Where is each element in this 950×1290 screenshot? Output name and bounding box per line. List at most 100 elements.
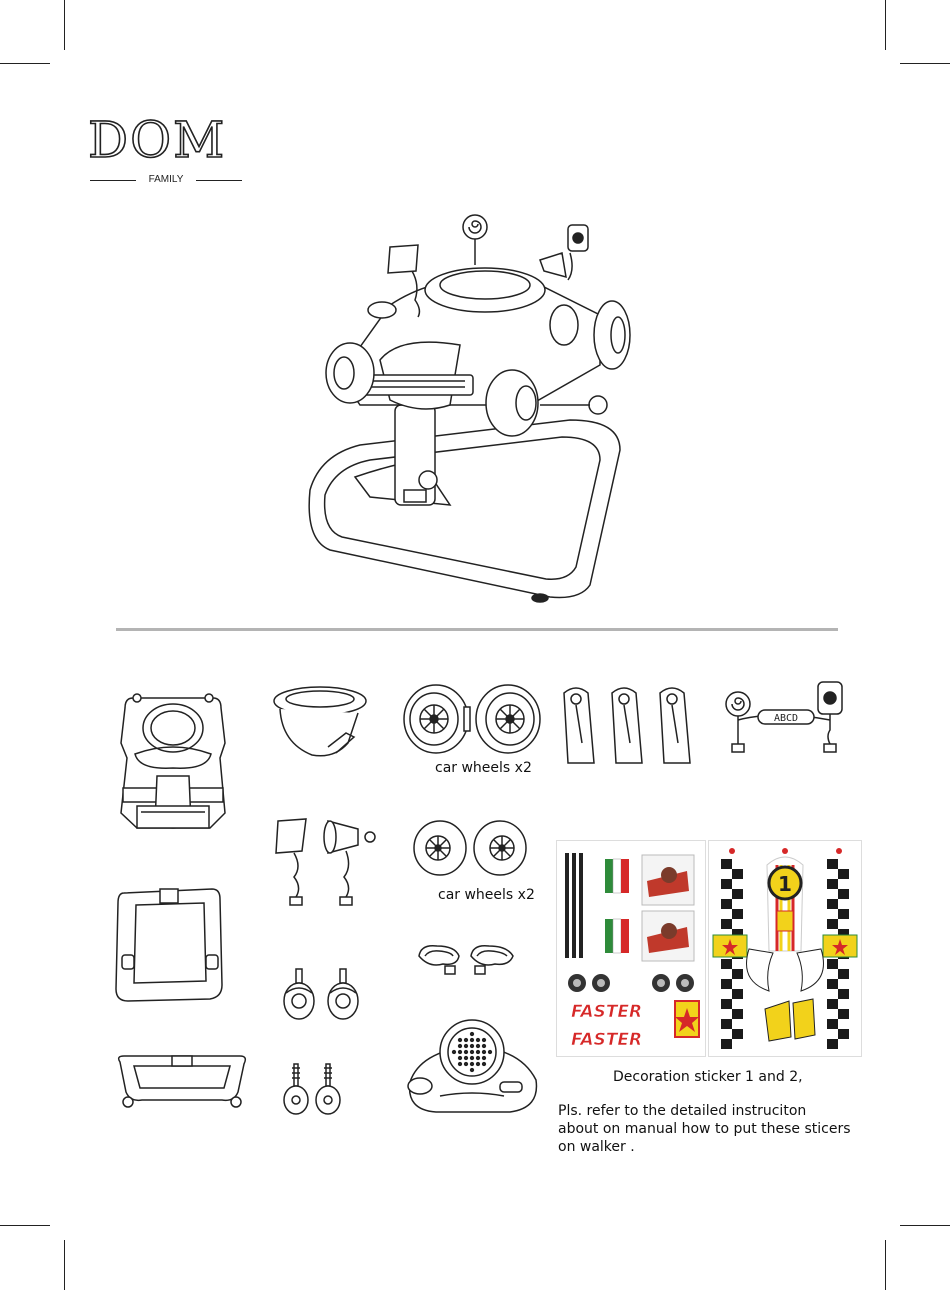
crop-mark-top-left-h [0, 63, 50, 64]
checker-square [827, 1019, 838, 1029]
checker-square [732, 969, 743, 979]
checker-square [721, 1019, 732, 1029]
speaker-dot [471, 1045, 474, 1048]
part-front-bumper [112, 1052, 252, 1112]
walker-car-illustration [300, 205, 640, 605]
sticker-sheet-2-art: 1 [709, 841, 861, 1056]
decoration-sticker-sheet-2: 1 [708, 840, 862, 1057]
checker-square [721, 959, 732, 969]
checker-square [732, 1029, 743, 1039]
part-toy-bar: ABCD [718, 680, 863, 762]
crop-mark-bottom-left-v [64, 1240, 65, 1290]
speaker-dot [459, 1045, 462, 1048]
crop-mark-top-left-v [64, 0, 65, 50]
checker-square [827, 959, 838, 969]
checker-square [721, 999, 732, 1009]
speaker-dot [471, 1039, 474, 1042]
checker-square [827, 919, 838, 929]
checker-square [732, 989, 743, 999]
part-seat-cup [272, 683, 372, 763]
checker-square [721, 879, 732, 889]
checker-square [721, 979, 732, 989]
checker-square [838, 989, 849, 999]
checker-square [732, 1009, 743, 1019]
note-line-1: Pls. refer to the detailed instruciton [558, 1102, 868, 1120]
checker-square [827, 859, 838, 869]
speaker-dot [471, 1033, 474, 1036]
part-car-wheels-large [402, 683, 542, 755]
crop-mark-bottom-right-v [885, 1240, 886, 1290]
checker-square [721, 899, 732, 909]
crop-mark-bottom-left-h [0, 1225, 50, 1226]
speaker-dot [477, 1039, 480, 1042]
italy-flag-sticker-2 [605, 919, 629, 953]
crop-mark-top-right-v [885, 0, 886, 50]
checker-square [827, 979, 838, 989]
speaker-dot [483, 1057, 486, 1060]
checker-square [827, 879, 838, 889]
checker-square [838, 909, 849, 919]
section-divider [116, 628, 838, 631]
caption-car-wheels-small: car wheels x2 [438, 887, 535, 903]
caption-decoration-sticker: Decoration sticker 1 and 2, [613, 1069, 803, 1085]
crop-mark-top-right-h [900, 63, 950, 64]
crop-mark-bottom-right-h [900, 1225, 950, 1226]
part-flag-and-horn [272, 815, 382, 910]
part-walker-frame [112, 885, 227, 1005]
checker-square [721, 1039, 732, 1049]
checker-square [827, 1039, 838, 1049]
part-swivel-castors [280, 965, 365, 1025]
speaker-dot [483, 1039, 486, 1042]
checker-square [838, 969, 849, 979]
checker-square [721, 919, 732, 929]
part-side-clips [558, 683, 703, 768]
speaker-dot [465, 1051, 468, 1054]
speaker-dot [465, 1045, 468, 1048]
checker-square [838, 889, 849, 899]
part-toy-dashboard [400, 1012, 545, 1117]
checker-square [838, 869, 849, 879]
speaker-dot [465, 1063, 468, 1066]
speaker-grille [453, 1033, 492, 1072]
part-seat-base-unit [115, 688, 230, 833]
decoration-sticker-sheet-1: FASTER FASTER [556, 840, 706, 1057]
checker-square [732, 889, 743, 899]
speaker-dot [477, 1057, 480, 1060]
speaker-dot [471, 1057, 474, 1060]
sticker-instruction-note: Pls. refer to the detailed instruciton a… [558, 1102, 868, 1156]
checker-square [732, 909, 743, 919]
speaker-dot [483, 1045, 486, 1048]
speaker-dot [459, 1063, 462, 1066]
logo-subtitle: FAMILY [88, 172, 244, 188]
part-seat-pads [415, 940, 525, 980]
speaker-dot [483, 1051, 486, 1054]
number-sticker-text: 1 [778, 872, 792, 896]
caption-car-wheels-large: car wheels x2 [435, 760, 532, 776]
note-line-3: on walker . [558, 1138, 868, 1156]
faster-sticker-2: FASTER [571, 1030, 642, 1050]
speaker-dot [477, 1051, 480, 1054]
speaker-dot [477, 1045, 480, 1048]
part-car-wheels-small [412, 820, 532, 878]
italy-flag-sticker-1 [605, 859, 629, 893]
faster-sticker-1: FASTER [571, 1002, 642, 1022]
abcd-beads-text: ABCD [774, 713, 798, 724]
speaker-dot [465, 1057, 468, 1060]
checker-square [838, 1029, 849, 1039]
checker-square [827, 899, 838, 909]
checker-square [838, 1009, 849, 1019]
note-line-2: about on manual how to put these sticers [558, 1120, 868, 1138]
speaker-dot [459, 1051, 462, 1054]
speaker-dot [459, 1057, 462, 1060]
speaker-dot [453, 1051, 456, 1054]
speaker-dot [465, 1039, 468, 1042]
speaker-dot [483, 1063, 486, 1066]
speaker-dot [471, 1069, 474, 1072]
speaker-dot [459, 1039, 462, 1042]
speaker-dot [471, 1063, 474, 1066]
speaker-dot [489, 1051, 492, 1054]
part-fixed-wheels [282, 1060, 352, 1120]
checker-square [721, 859, 732, 869]
logo-wordmark: DOM [88, 112, 248, 168]
checker-square [732, 869, 743, 879]
